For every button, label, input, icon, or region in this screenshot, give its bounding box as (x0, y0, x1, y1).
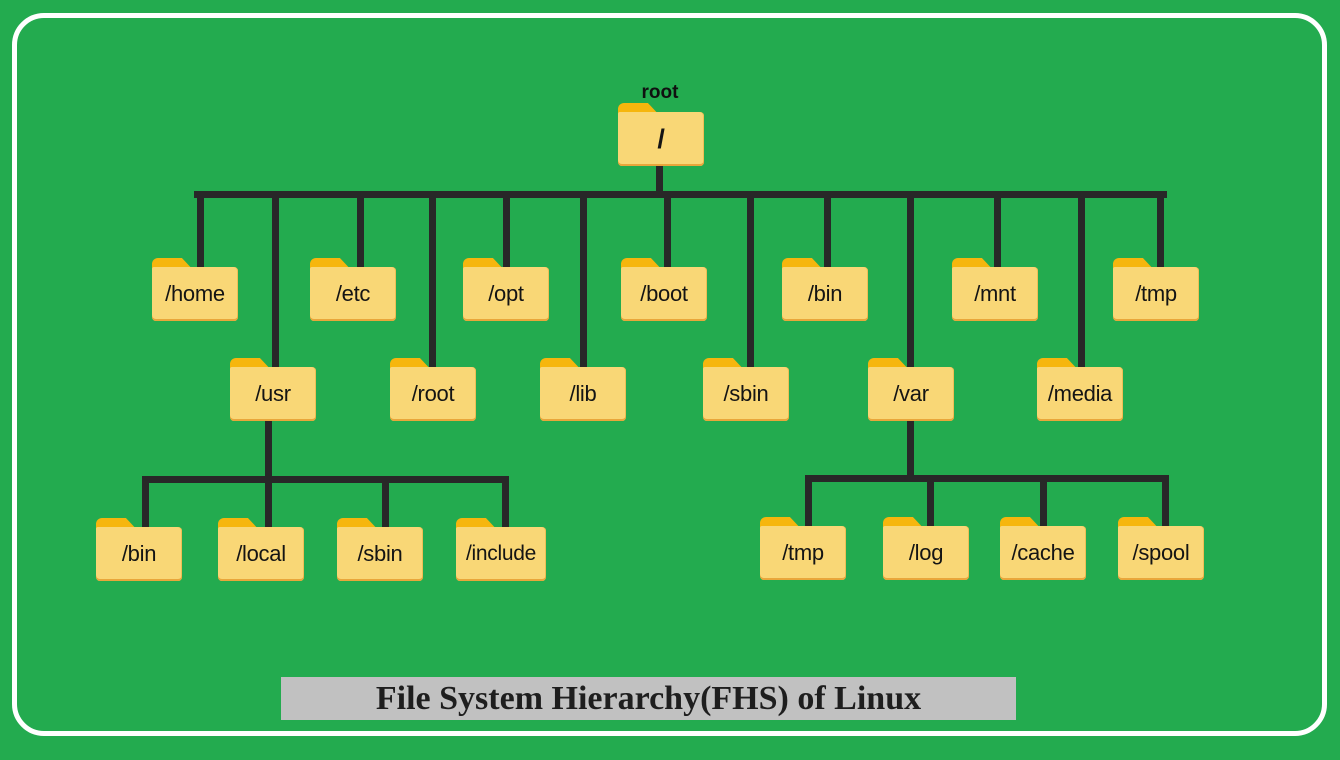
folder-body-icon (96, 527, 182, 581)
connector-drop-opt (503, 191, 510, 270)
folder-body-icon (1113, 267, 1199, 321)
folder-label-usr-bin: /bin (121, 541, 157, 566)
folder-etc: /etc (310, 258, 396, 321)
folder-usr-bin: /bin (96, 518, 182, 581)
connector-drop-media (1078, 191, 1085, 370)
connector-root-stem (656, 160, 663, 196)
connector-drop-var (907, 191, 914, 370)
connector-drop-home (197, 191, 204, 270)
folder-label-usr-sbin: /sbin (357, 541, 403, 566)
folder-label-var-spool: /spool (1132, 540, 1190, 565)
folder-body-icon (1118, 526, 1204, 580)
connector-drop-etc (357, 191, 364, 270)
connector-drop-lib (580, 191, 587, 370)
folder-label-root: / (657, 123, 665, 154)
folder-media: /media (1037, 358, 1123, 421)
folder-bin: /bin (782, 258, 868, 321)
folder-label-usr-local: /local (236, 541, 286, 566)
folder-body-icon (310, 267, 396, 321)
folder-var-cache: /cache (1000, 517, 1086, 580)
folder-label-bin: /bin (807, 281, 843, 306)
connector-drop-mnt (994, 191, 1001, 270)
diagram-title-text: File System Hierarchy(FHS) of Linux (375, 679, 922, 717)
connector-drop-usr-sbin (382, 476, 389, 530)
folder-body-icon (337, 527, 423, 581)
folder-label-lib: /lib (569, 381, 597, 406)
folder-body-icon (952, 267, 1038, 321)
folder-body-icon (703, 367, 789, 421)
folder-var-tmp: /tmp (760, 517, 846, 580)
folder-boot: /boot (621, 258, 707, 321)
folder-sbin: /sbin (703, 358, 789, 421)
folder-usr-include: /include (456, 518, 546, 581)
folder-tmp: /tmp (1113, 258, 1199, 321)
folder-body-icon (760, 526, 846, 580)
folder-body-icon (152, 267, 238, 321)
diagram-title-bar: File System Hierarchy(FHS) of Linux (281, 677, 1016, 720)
folder-label-opt: /opt (488, 281, 524, 306)
folder-body-icon (463, 267, 549, 321)
folder-label-var-tmp: /tmp (782, 540, 824, 565)
folder-usr-sbin: /sbin (337, 518, 423, 581)
folder-var-log: /log (883, 517, 969, 580)
folder-lib: /lib (540, 358, 626, 421)
folder-opt: /opt (463, 258, 549, 321)
connector-drop-var-spool (1162, 475, 1169, 529)
folder-body-icon (1037, 367, 1123, 421)
folder-body-icon (868, 367, 954, 421)
connector-drop-sbin (747, 191, 754, 370)
folder-label-media: /media (1047, 381, 1113, 406)
connector-usr-stem (265, 420, 272, 480)
folder-mnt: /mnt (952, 258, 1038, 321)
folder-label-home: /home (165, 281, 225, 306)
connector-level1-bus (194, 191, 1167, 198)
connector-var-stem (907, 420, 914, 478)
folder-body-icon (618, 112, 704, 166)
folder-body-icon (621, 267, 707, 321)
folder-usr-local: /local (218, 518, 304, 581)
folder-label-sbin: /sbin (723, 381, 769, 406)
folder-label-etc: /etc (335, 281, 371, 306)
connector-drop-root-dir (429, 191, 436, 370)
folder-body-icon (230, 367, 316, 421)
folder-label-usr: /usr (255, 381, 291, 406)
folder-label-mnt: /mnt (974, 281, 1016, 306)
connector-drop-usr-local (265, 476, 272, 530)
connector-drop-usr-bin (142, 476, 149, 530)
connector-drop-bin (824, 191, 831, 270)
folder-label-root-dir: /root (411, 381, 455, 406)
folder-usr: /usr (230, 358, 316, 421)
folder-body-icon (883, 526, 969, 580)
connector-drop-var-log (927, 475, 934, 529)
folder-var: /var (868, 358, 954, 421)
root-caption: root (641, 82, 679, 103)
connector-drop-boot (664, 191, 671, 270)
folder-var-spool: /spool (1118, 517, 1204, 580)
folder-home: /home (152, 258, 238, 321)
folder-body-icon (218, 527, 304, 581)
connector-usr-bus (142, 476, 509, 483)
connector-drop-tmp (1157, 191, 1164, 270)
folder-label-usr-include: /include (466, 542, 536, 565)
folder-root: / (618, 103, 704, 166)
folder-root-dir: /root (390, 358, 476, 421)
connector-var-bus (805, 475, 1169, 482)
folder-body-icon (1000, 526, 1086, 580)
connector-drop-var-tmp (805, 475, 812, 529)
folder-body-icon (782, 267, 868, 321)
folder-body-icon (456, 527, 546, 581)
folder-body-icon (390, 367, 476, 421)
connector-drop-usr-include (502, 476, 509, 530)
folder-body-icon (540, 367, 626, 421)
folder-label-var-log: /log (908, 540, 944, 565)
folder-label-var: /var (893, 381, 929, 406)
folder-label-boot: /boot (640, 281, 688, 306)
folder-label-tmp: /tmp (1135, 281, 1177, 306)
connector-drop-usr (272, 191, 279, 370)
folder-label-var-cache: /cache (1011, 540, 1075, 565)
connector-drop-var-cache (1040, 475, 1047, 529)
